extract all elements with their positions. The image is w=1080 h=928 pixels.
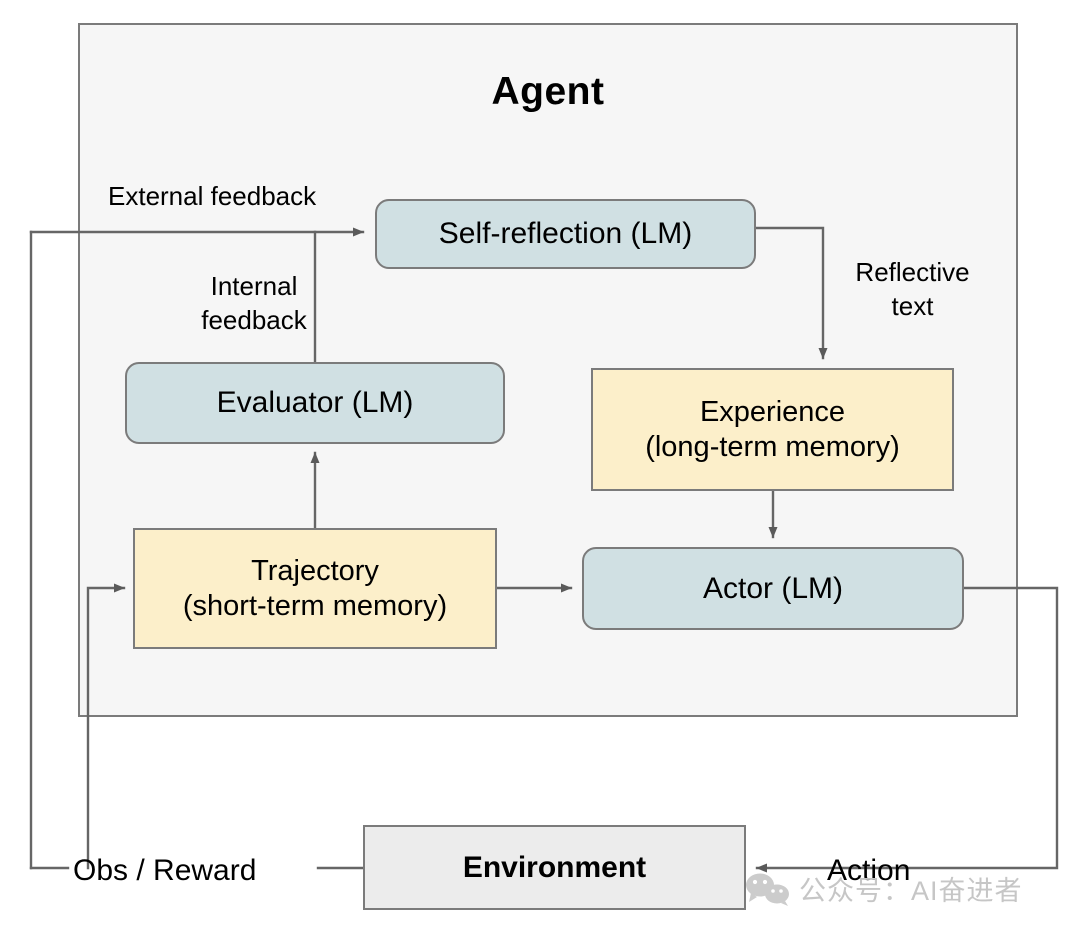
edge-label-external-feedback: External feedback	[108, 181, 317, 211]
node-self-reflection[interactable]: Self-reflection (LM)	[375, 199, 756, 269]
node-environment[interactable]: Environment	[363, 825, 746, 910]
node-trajectory[interactable]: Trajectory (short-term memory)	[133, 528, 497, 649]
node-evaluator-label: Evaluator (LM)	[216, 386, 414, 420]
node-trajectory-sublabel: (short-term memory)	[182, 589, 448, 622]
node-actor[interactable]: Actor (LM)	[582, 547, 964, 630]
wechat-icon	[745, 872, 791, 906]
node-environment-label: Environment	[462, 850, 647, 884]
node-experience[interactable]: Experience (long-term memory)	[591, 368, 954, 491]
edge-label-action: Action	[827, 854, 911, 887]
node-experience-sublabel: (long-term memory)	[645, 430, 900, 463]
node-experience-label: Experience	[699, 396, 846, 429]
node-trajectory-label: Trajectory	[251, 555, 379, 588]
node-evaluator[interactable]: Evaluator (LM)	[125, 362, 505, 444]
node-actor-label: Actor (LM)	[702, 571, 843, 605]
watermark: 公众号：AI奋进者	[745, 869, 1023, 908]
watermark-text: 公众号：AI奋进者	[799, 876, 1023, 906]
edge-label-internal-feedback: Internal feedback	[201, 271, 307, 335]
edge-label-reflective-text: Reflective text	[855, 257, 970, 321]
edge-label-obs-reward: Obs / Reward	[73, 854, 257, 887]
node-self-reflection-label: Self-reflection (LM)	[438, 217, 693, 251]
page-title: Agent	[491, 70, 605, 113]
